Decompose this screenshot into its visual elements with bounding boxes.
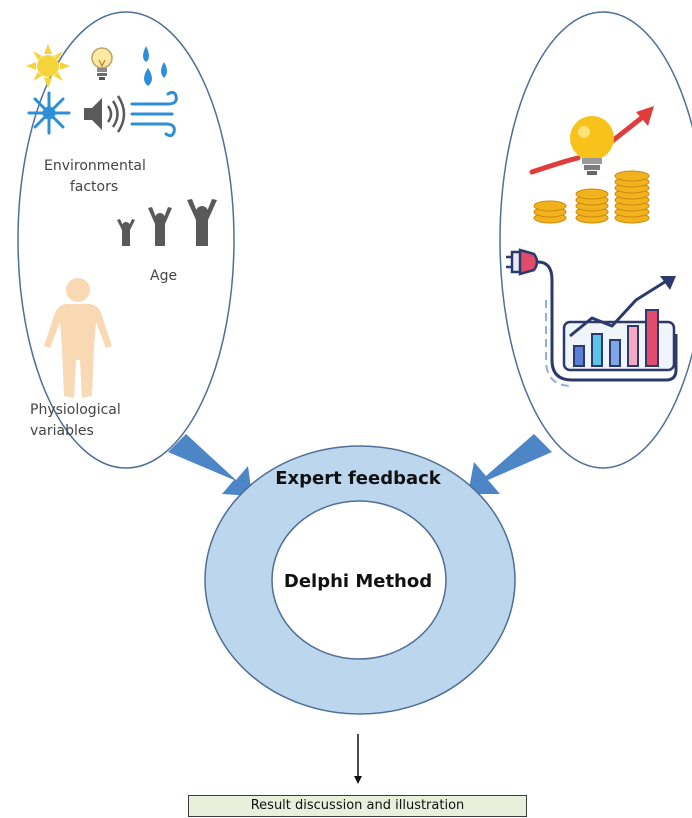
physiological-variables-label: Physiological variables (30, 402, 121, 439)
result-box: Result discussion and illustration (188, 795, 527, 817)
people-icon (117, 199, 217, 246)
left-arrow (168, 434, 252, 496)
age-label: Age (150, 268, 178, 284)
environmental-factors-label: Environmental factors (44, 158, 146, 195)
right-arrow (468, 434, 552, 494)
right-oval (499, 11, 692, 469)
speaker-icon (84, 95, 126, 133)
sun-icon (26, 44, 70, 88)
delphi-method-label: Delphi Method (283, 571, 433, 592)
energy-chart-icon (506, 248, 678, 387)
down-arrow (354, 734, 362, 784)
snowflake-icon (27, 91, 71, 135)
result-label: Result discussion and illustration (250, 798, 465, 813)
lightbulb-icon (91, 47, 113, 80)
lightbulb-coins-icon (529, 106, 654, 224)
wind-icon (130, 90, 178, 138)
human-body-icon (44, 278, 112, 398)
water-drops-icon (143, 46, 167, 86)
expert-feedback-label: Expert feedback (275, 468, 441, 489)
delphi-ring (204, 445, 516, 715)
